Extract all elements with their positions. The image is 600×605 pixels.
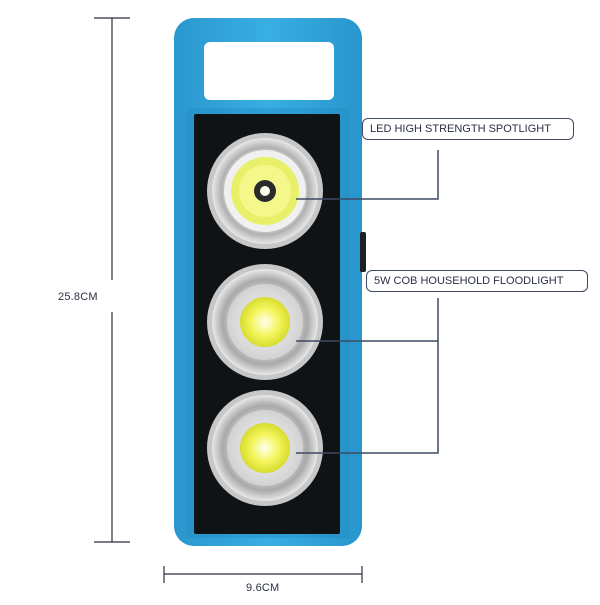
height-dimension <box>94 17 130 543</box>
floodlight-lamp-2 <box>207 390 323 506</box>
spotlight-callout: LED HIGH STRENGTH SPOTLIGHT <box>362 118 574 140</box>
floodlight-callout: 5W COB HOUSEHOLD FLOODLIGHT <box>366 270 588 292</box>
floodlight-lamp-1 <box>207 264 323 380</box>
spotlight-lamp <box>207 133 323 249</box>
width-label: 9.6CM <box>246 582 280 594</box>
callout-leaders <box>296 150 439 454</box>
width-dimension <box>163 566 363 583</box>
height-label: 25.8CM <box>58 291 98 303</box>
